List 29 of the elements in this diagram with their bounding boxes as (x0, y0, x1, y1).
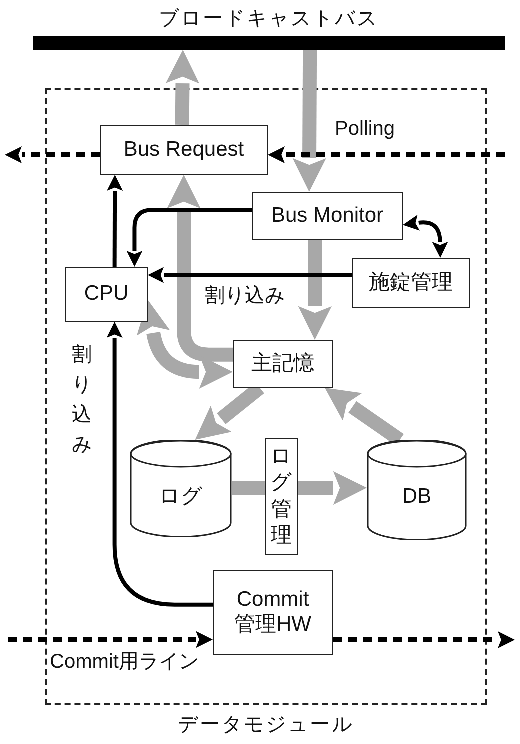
arrow (148, 267, 352, 284)
data-flow-arrow (298, 471, 367, 505)
node-label: DB (402, 485, 432, 509)
signal-line (333, 631, 515, 648)
process-box: Bus Request (100, 125, 268, 175)
process-box: 主記憶 (233, 340, 333, 388)
arrow (402, 214, 448, 258)
database-cylinder (367, 440, 467, 540)
signal-line (8, 631, 213, 648)
database-cylinder (130, 440, 232, 537)
process-box: ログ管理 (265, 438, 298, 555)
process-box: CPU (65, 267, 148, 322)
data-flow-arrow (137, 300, 233, 389)
signal-line (5, 146, 100, 164)
node-label: ログ (159, 484, 203, 510)
module-title: データモジュール (178, 713, 354, 738)
data-flow-arrow (298, 240, 332, 340)
data-flow-arrow (292, 50, 326, 192)
arrow (106, 322, 213, 607)
arrow (107, 175, 124, 267)
process-box: Bus Monitor (252, 192, 403, 240)
arrow (126, 208, 252, 267)
signal-line (268, 146, 505, 164)
edge-label: Polling (335, 118, 396, 141)
process-box: 施錠管理 (352, 258, 470, 308)
data-flow-arrow (166, 50, 200, 126)
process-box: Commit 管理HW (213, 570, 333, 655)
bus-title: ブロードキャストバス (159, 7, 379, 32)
data-flow-arrow (167, 175, 233, 362)
